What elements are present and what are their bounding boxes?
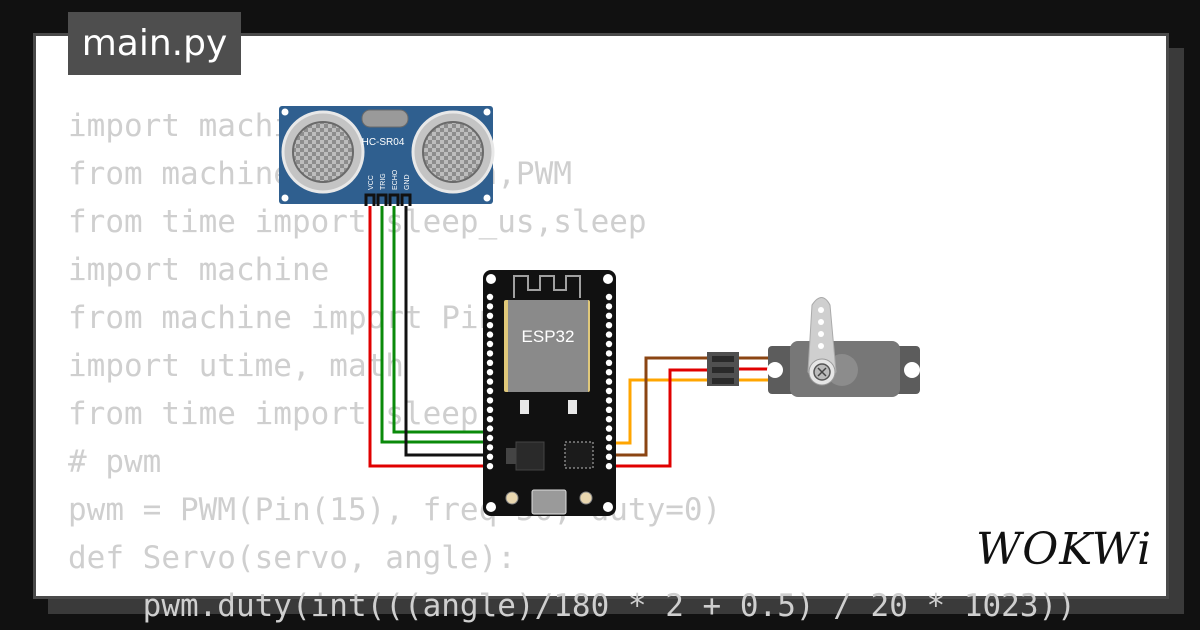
header-pin: [605, 331, 613, 338]
wire-gnd: [404, 206, 490, 457]
pin-row-left: [486, 293, 494, 470]
header-pin: [486, 331, 494, 338]
file-tab[interactable]: main.py: [68, 12, 241, 75]
header-pin: [486, 322, 494, 329]
header-pin: [605, 453, 613, 460]
esp32-board[interactable]: ESP32: [483, 270, 616, 516]
header-pin: [605, 293, 613, 301]
sensor-label: HC-SR04: [362, 137, 405, 148]
header-pin: [486, 378, 494, 385]
header-pin: [486, 444, 494, 451]
reset-button[interactable]: [579, 491, 593, 505]
header-pin: [605, 397, 613, 404]
header-pin: [605, 444, 613, 451]
header-pin: [486, 416, 494, 423]
header-pin: [486, 312, 494, 319]
hc-sr04-sensor[interactable]: HC-SR04 VCC TRIG ECHO GND: [279, 106, 495, 206]
sensor-pin-trig: TRIG: [380, 173, 387, 190]
header-pin: [605, 369, 613, 376]
code-line: # pwm: [68, 444, 162, 480]
header-pin: [486, 453, 494, 460]
servo-connector: [707, 352, 786, 386]
header-pin: [605, 312, 613, 319]
code-line: import machine: [68, 252, 330, 288]
header-pin: [605, 463, 613, 470]
header-pin: [486, 406, 494, 413]
header-pin: [605, 322, 613, 329]
code-line: import utime, math: [68, 348, 404, 384]
header-pin: [605, 406, 613, 413]
sensor-pin-echo: ECHO: [392, 169, 399, 190]
header-pin: [486, 340, 494, 348]
header-pin: [486, 434, 494, 442]
sensor-pin-vcc: VCC: [368, 175, 375, 190]
header-pin: [605, 303, 613, 310]
header-pin: [605, 378, 613, 385]
header-pin: [605, 340, 613, 348]
code-line: from time import sleep_us,sleep: [68, 204, 647, 240]
servo-wires: [610, 356, 710, 468]
header-pin: [486, 293, 494, 301]
usb-port: [531, 489, 567, 515]
header-pin: [486, 350, 494, 357]
header-pin: [486, 463, 494, 470]
boot-button[interactable]: [505, 491, 519, 505]
header-pin: [486, 303, 494, 310]
header-pin: [605, 434, 613, 442]
header-pin: [605, 359, 613, 366]
wire-trig: [380, 206, 490, 444]
header-pin: [486, 425, 494, 432]
wire-servo-vcc: [610, 368, 710, 468]
code-line: from time import sleep: [68, 396, 479, 432]
wire-signal: [610, 378, 710, 445]
wire-echo: [392, 206, 490, 434]
header-pin: [486, 369, 494, 376]
header-pin: [605, 425, 613, 432]
servo-motor[interactable]: [767, 297, 920, 398]
chip-label: ESP32: [522, 327, 575, 346]
sensor-header-pins: [364, 193, 412, 206]
esp32-chip: [508, 300, 588, 392]
header-pin: [486, 387, 494, 395]
header-pin: [605, 387, 613, 395]
header-pin: [486, 359, 494, 366]
wire-vcc: [368, 206, 490, 468]
header-pin: [605, 350, 613, 357]
code-line: def Servo(servo, angle):: [68, 540, 516, 576]
header-pin: [486, 397, 494, 404]
code-line: from machine import Pin: [68, 300, 498, 336]
sensor-pin-gnd: GND: [404, 174, 411, 190]
header-pin: [605, 416, 613, 423]
wokwi-logo: WOKWi: [976, 524, 1153, 575]
code-line: pwm.duty(int(((angle)/180 * 2 + 0.5) / 2…: [68, 588, 1076, 624]
antenna-trace: [513, 275, 581, 298]
usb-uart-chip: [564, 441, 594, 469]
wire-servo-gnd: [610, 356, 710, 457]
sensor-wires: [368, 206, 490, 468]
pin-row-right: [605, 293, 613, 470]
